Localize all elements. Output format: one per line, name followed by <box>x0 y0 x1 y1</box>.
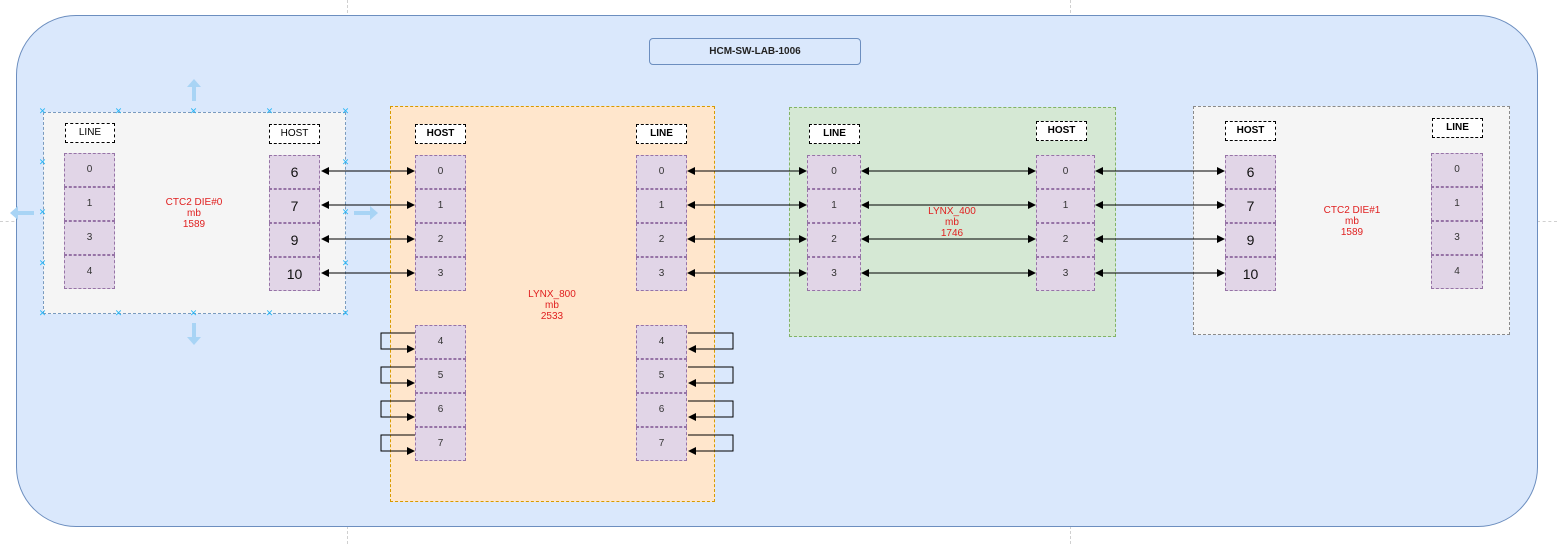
lynx800-line-port[interactable]: 0 <box>636 155 687 189</box>
lynx400-line-tag[interactable]: LINE <box>809 124 860 144</box>
ctc0-line-port[interactable]: 0 <box>64 153 115 187</box>
loopback-lynx800-host <box>380 434 415 455</box>
loopback-lynx800-host <box>380 400 415 421</box>
lynx800-line-port[interactable]: 3 <box>636 257 687 291</box>
lynx800-line-port[interactable]: 4 <box>636 325 687 359</box>
lynx400-label-line3: 1746 <box>940 228 964 239</box>
lynx800-line-port[interactable]: 2 <box>636 223 687 257</box>
ctc1-host-port[interactable]: 10 <box>1225 257 1276 291</box>
ctc1-line-tag[interactable]: LINE <box>1432 118 1483 138</box>
ctc1-line-port[interactable]: 0 <box>1431 153 1483 187</box>
resize-handle-icon[interactable]: ✕ <box>38 157 47 167</box>
arrow-down-icon[interactable] <box>186 323 202 345</box>
lynx400-host-port[interactable]: 2 <box>1036 223 1095 257</box>
resize-handle-icon[interactable]: ✕ <box>114 308 123 318</box>
lynx800-host-port[interactable]: 5 <box>415 359 466 393</box>
lynx800-label-name: LYNX_800 <box>528 289 576 300</box>
resize-handle-icon[interactable]: ✕ <box>38 106 47 116</box>
ctc0-host-port[interactable]: 6 <box>269 155 320 189</box>
resize-handle-icon[interactable]: ✕ <box>341 207 350 217</box>
lynx400-host-port[interactable]: 3 <box>1036 257 1095 291</box>
lynx800-host-port[interactable]: 1 <box>415 189 466 223</box>
ctc0-label-name: CTC2 DIE#0 <box>165 197 223 208</box>
lynx800-line-port[interactable]: 5 <box>636 359 687 393</box>
ctc0-label-line3: 1589 <box>182 219 206 230</box>
ctc0-host-port[interactable]: 10 <box>269 257 320 291</box>
lynx400-host-port[interactable]: 1 <box>1036 189 1095 223</box>
ctc1-label-line3: 1589 <box>1340 227 1364 238</box>
lynx800-label-line3: 2533 <box>540 311 564 322</box>
ctc0-line-port[interactable]: 3 <box>64 221 115 255</box>
ctc1-host-tag[interactable]: HOST <box>1225 121 1276 141</box>
ctc0-host-port[interactable]: 7 <box>269 189 320 223</box>
ctc0-label: CTC2 DIE#0 mb 1589 <box>134 197 254 230</box>
page-guide-horizontal <box>0 221 20 222</box>
resize-handle-icon[interactable]: ✕ <box>114 106 123 116</box>
lynx400-line-port[interactable]: 1 <box>807 189 861 223</box>
lynx800-host-tag[interactable]: HOST <box>415 124 466 144</box>
ctc1-host-port[interactable]: 7 <box>1225 189 1276 223</box>
lynx800-line-tag[interactable]: LINE <box>636 124 687 144</box>
lynx800-host-port[interactable]: 4 <box>415 325 466 359</box>
lynx800-label: LYNX_800 mb 2533 <box>492 289 612 322</box>
lynx800-host-port[interactable]: 2 <box>415 223 466 257</box>
lynx800-line-port[interactable]: 1 <box>636 189 687 223</box>
lynx800-host-port[interactable]: 6 <box>415 393 466 427</box>
lynx400-host-port[interactable]: 0 <box>1036 155 1095 189</box>
lynx800-host-port[interactable]: 3 <box>415 257 466 291</box>
ctc1-line-port[interactable]: 4 <box>1431 255 1483 289</box>
lynx400-label-name: LYNX_400 <box>928 206 976 217</box>
loopback-lynx800-line <box>688 366 734 387</box>
lynx400-label: LYNX_400 mb 1746 <box>892 206 1012 239</box>
resize-handle-icon[interactable]: ✕ <box>341 106 350 116</box>
resize-handle-icon[interactable]: ✕ <box>341 308 350 318</box>
lynx400-host-tag[interactable]: HOST <box>1036 121 1087 141</box>
resize-handle-icon[interactable]: ✕ <box>38 258 47 268</box>
lynx400-line-port[interactable]: 0 <box>807 155 861 189</box>
ctc0-host-tag[interactable]: HOST <box>269 124 320 144</box>
page-guide-horizontal <box>1537 221 1557 222</box>
ctc0-line-port[interactable]: 1 <box>64 187 115 221</box>
resize-handle-icon[interactable]: ✕ <box>38 308 47 318</box>
ctc0-host-port[interactable]: 9 <box>269 223 320 257</box>
lynx800-line-port[interactable]: 6 <box>636 393 687 427</box>
ctc0-line-port[interactable]: 4 <box>64 255 115 289</box>
ctc1-host-port[interactable]: 9 <box>1225 223 1276 257</box>
loopback-lynx800-host <box>380 366 415 387</box>
lynx800-host-port[interactable]: 0 <box>415 155 466 189</box>
lynx400-line-port[interactable]: 2 <box>807 223 861 257</box>
loopback-lynx800-line <box>688 434 734 455</box>
resize-handle-icon[interactable]: ✕ <box>189 106 198 116</box>
resize-handle-icon[interactable]: ✕ <box>265 106 274 116</box>
ctc0-line-tag[interactable]: LINE <box>65 123 115 143</box>
ctc1-label-name: CTC2 DIE#1 <box>1323 205 1381 216</box>
ctc1-label: CTC2 DIE#1 mb 1589 <box>1292 205 1412 238</box>
lynx800-host-port[interactable]: 7 <box>415 427 466 461</box>
resize-handle-icon[interactable]: ✕ <box>38 207 47 217</box>
ctc1-label-line2: mb <box>1345 216 1359 227</box>
resize-handle-icon[interactable]: ✕ <box>341 157 350 167</box>
arrow-up-icon[interactable] <box>186 79 202 101</box>
arrow-left-icon[interactable] <box>10 205 34 221</box>
loopback-lynx800-line <box>688 332 734 353</box>
loopback-lynx800-host <box>380 332 415 353</box>
arrow-right-icon[interactable] <box>354 205 378 221</box>
ctc1-line-port[interactable]: 3 <box>1431 221 1483 255</box>
ctc0-label-line2: mb <box>187 208 201 219</box>
lynx800-line-port[interactable]: 7 <box>636 427 687 461</box>
ctc1-host-port[interactable]: 6 <box>1225 155 1276 189</box>
lab-title[interactable]: HCM-SW-LAB-1006 <box>649 38 861 65</box>
resize-handle-icon[interactable]: ✕ <box>341 258 350 268</box>
lynx800-label-line2: mb <box>545 300 559 311</box>
resize-handle-icon[interactable]: ✕ <box>265 308 274 318</box>
resize-handle-icon[interactable]: ✕ <box>189 308 198 318</box>
ctc1-line-port[interactable]: 1 <box>1431 187 1483 221</box>
lynx400-line-port[interactable]: 3 <box>807 257 861 291</box>
loopback-lynx800-line <box>688 400 734 421</box>
lynx400-label-line2: mb <box>945 217 959 228</box>
